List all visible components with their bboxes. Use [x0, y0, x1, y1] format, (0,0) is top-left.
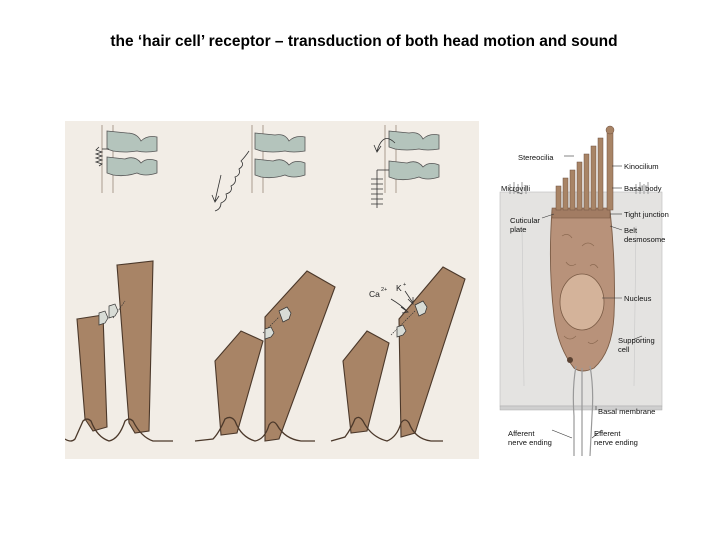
- stereocilia-bundle: [556, 138, 603, 210]
- label-supporting-cell-line2: cell: [618, 345, 630, 354]
- label-efferent-nerve-line2: nerve ending: [594, 438, 638, 447]
- nucleus: [560, 274, 604, 330]
- hair-cell-anatomy-figure: Stereocilia Kinocilium Microvilli Basal …: [482, 116, 682, 472]
- label-basal-membrane: Basal membrane: [598, 407, 655, 416]
- label-nucleus: Nucleus: [624, 294, 652, 303]
- transduction-mechanism-figure: Ca 2+ K +: [65, 121, 479, 459]
- label-afferent-nerve-line1: Afferent: [508, 429, 535, 438]
- label-basal-body: Basal body: [624, 184, 662, 193]
- kinocilium: [606, 126, 614, 210]
- slide-title: the ‘hair cell’ receptor – transduction …: [0, 33, 728, 51]
- potassium-ion-charge: +: [403, 282, 406, 288]
- label-efferent-nerve-line1: Efferent: [594, 429, 621, 438]
- label-cuticular-plate-line1: Cuticular: [510, 216, 540, 225]
- label-supporting-cell-line1: Supporting: [618, 336, 655, 345]
- label-belt-desmosome-line2: desmosome: [624, 235, 665, 244]
- label-tight-junction: Tight junction: [624, 210, 669, 219]
- channel-lower-subunit: [107, 157, 157, 176]
- calcium-ion-label: Ca: [369, 289, 380, 299]
- label-cuticular-plate-line2: plate: [510, 225, 526, 234]
- label-belt-desmosome-line1: Belt: [624, 226, 638, 235]
- label-afferent-nerve-line2: nerve ending: [508, 438, 552, 447]
- calcium-ion-charge: 2+: [381, 287, 387, 293]
- potassium-ion-label: K: [396, 283, 402, 293]
- label-stereocilia: Stereocilia: [518, 153, 554, 162]
- label-kinocilium: Kinocilium: [624, 162, 659, 171]
- label-microvilli: Microvilli: [501, 184, 530, 193]
